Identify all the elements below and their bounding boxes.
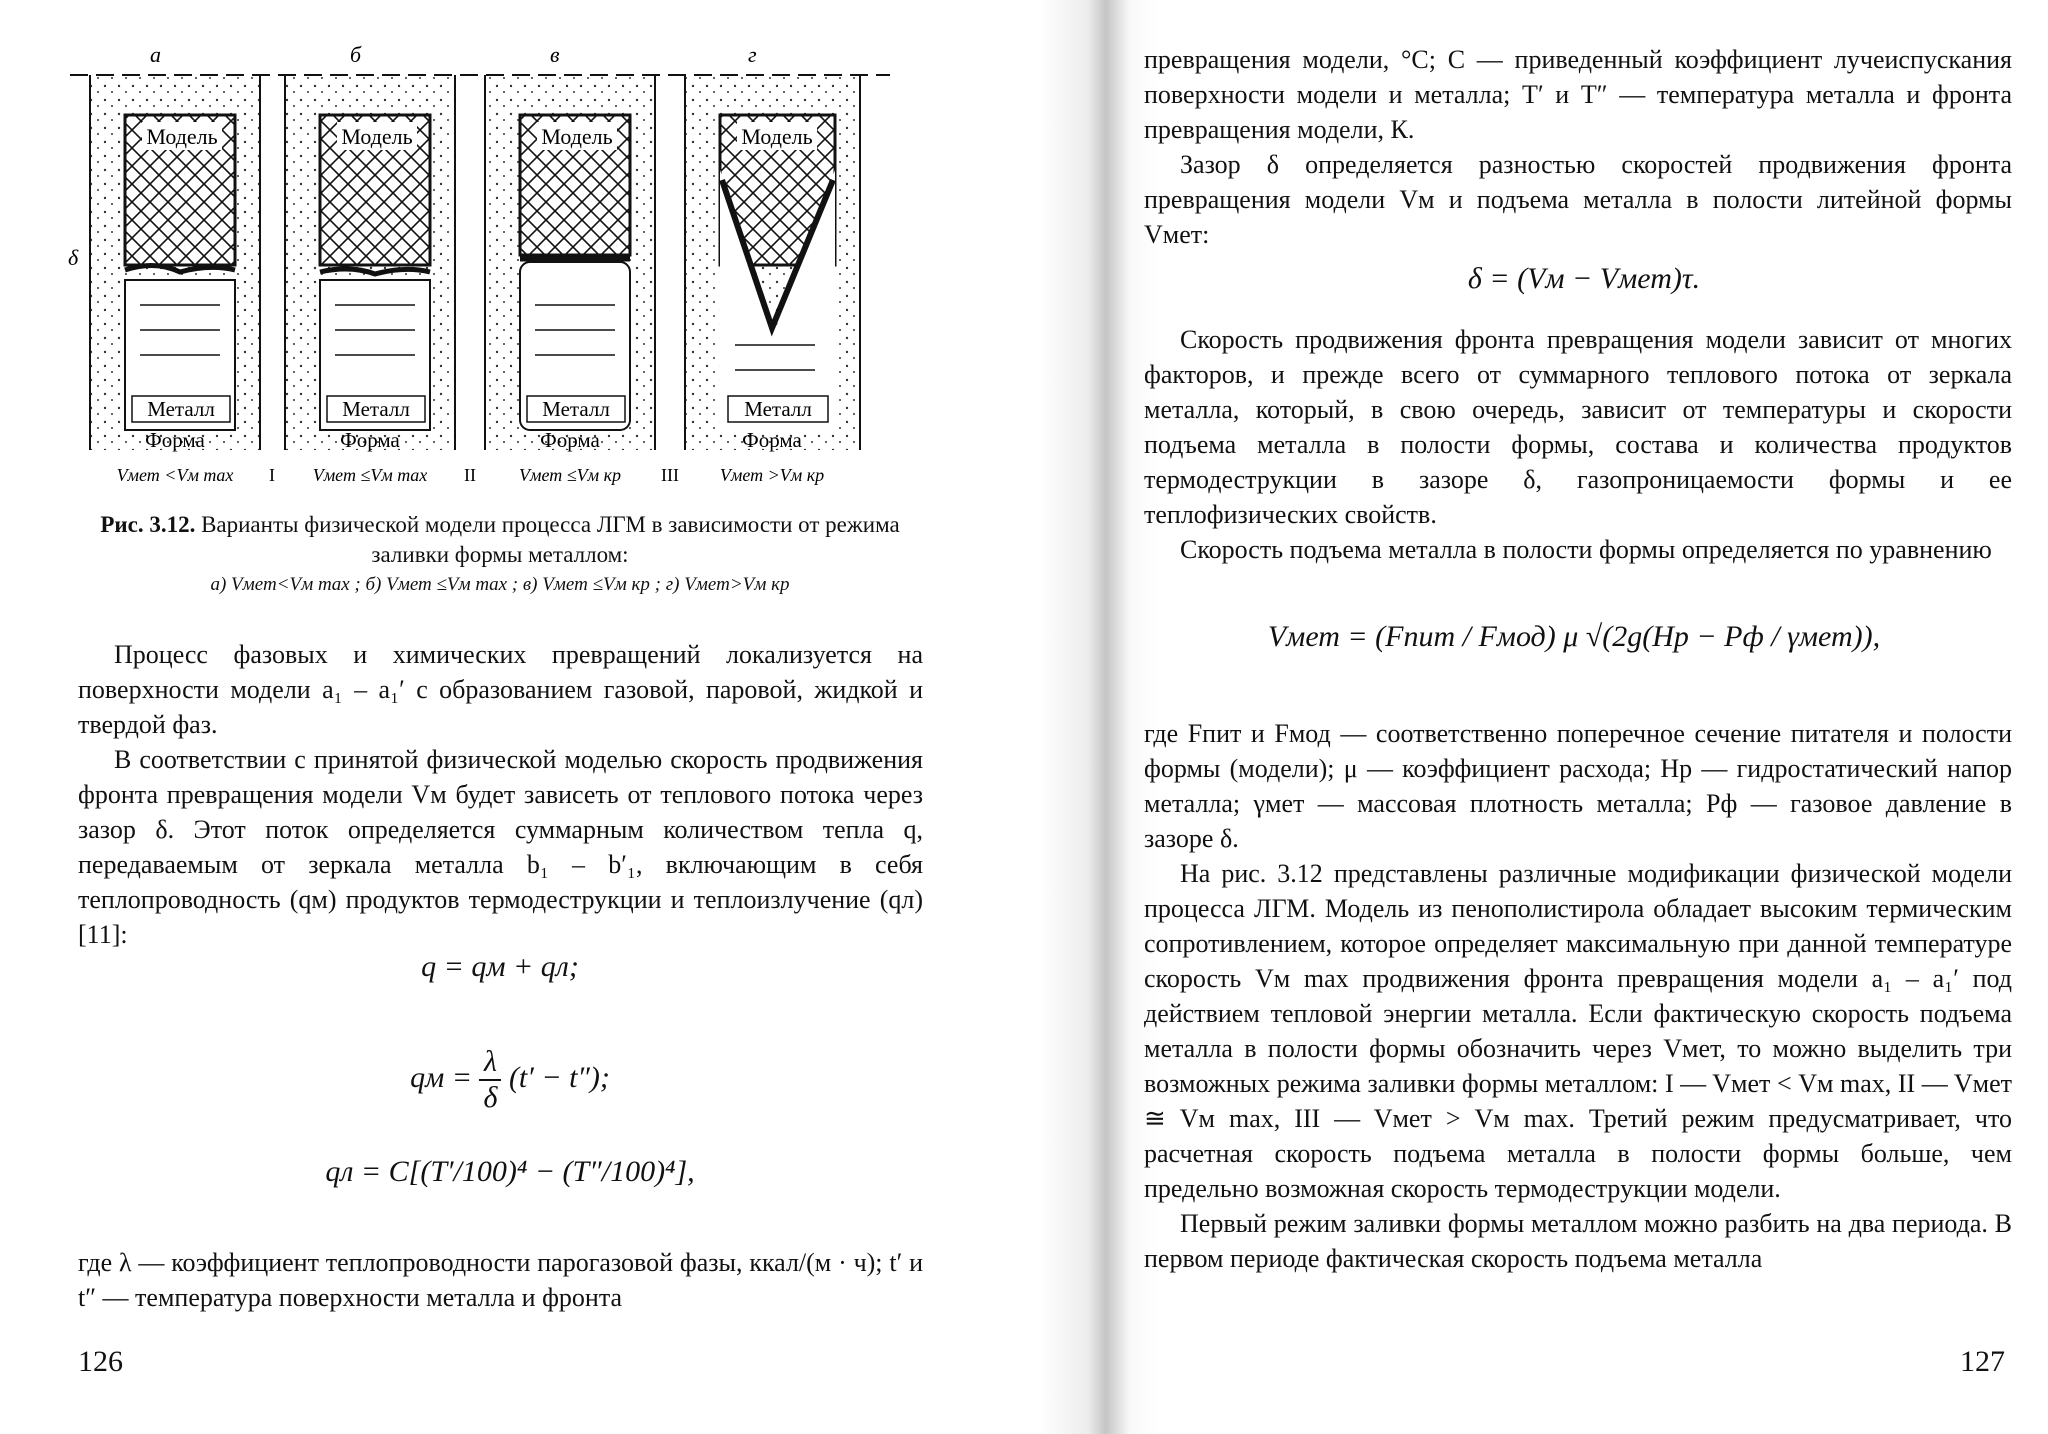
paragraph: Скорость продвижения фронта превращения … — [1144, 325, 2012, 529]
roman-3: III — [661, 465, 679, 485]
formula-vmet: Vмет = (Fпит / Fмод) μ √(2g(Hр − Pф / γм… — [1267, 620, 1881, 653]
figure-caption: Рис. 3.12. Варианты физической модели пр… — [80, 510, 920, 600]
label-metal: Металл — [147, 397, 215, 421]
paragraph: Зазор δ определяется разностью скоростей… — [1144, 150, 2012, 249]
panel-letter-v: в — [550, 42, 560, 67]
formula-qm: qм = λ δ (t′ − t″); — [330, 1045, 690, 1115]
formula-q: q = qм + qл; — [421, 950, 579, 983]
label-model: Модель — [146, 124, 217, 149]
label-form: Форма — [340, 428, 400, 452]
panel-letter-b: б — [350, 42, 362, 67]
paragraph: где λ — коэффициент теплопроводности пар… — [78, 1248, 923, 1312]
label-model: Модель — [541, 124, 612, 149]
panel-letter-a: а — [150, 42, 161, 67]
roman-2: II — [464, 465, 476, 485]
panel-letter-g: г — [748, 42, 757, 67]
bottom-label-v: Vмет ≤Vм кр — [519, 465, 621, 485]
fraction-numerator: λ — [479, 1045, 502, 1081]
paragraph: На рис. 3.12 представлены различные моди… — [1144, 859, 2012, 1203]
label-model: Модель — [341, 124, 412, 149]
paragraph: где Fпит и Fмод — соответственно попереч… — [1144, 719, 2012, 853]
roman-1: I — [269, 465, 275, 485]
paragraph: В соответствии с принятой физической мод… — [78, 745, 923, 949]
panel-v: в Модель Металл Форма Vмет ≤Vм кр — [484, 42, 656, 485]
label-metal: Металл — [542, 397, 610, 421]
left-page: а Модель Металл Форма δ Vмет <Vм max б — [68, 42, 923, 1378]
left-text-block-1: Процесс фазовых и химических превращений… — [78, 637, 923, 952]
label-form: Форма — [540, 428, 600, 452]
panel-a: а Модель Металл Форма δ Vмет <Vм max — [68, 42, 261, 485]
fraction-denominator: δ — [483, 1081, 498, 1114]
page-number-right: 127 — [1960, 1345, 2005, 1378]
label-delta: δ — [68, 245, 79, 270]
bottom-label-b: Vмет ≤Vм max — [313, 465, 428, 485]
bottom-label-g: Vмет >Vм кр — [720, 465, 824, 485]
formula-qm-lhs: qм = — [410, 1060, 472, 1094]
formula-ql: qл = C[(T′/100)⁴ − (T″/100)⁴], — [325, 1155, 695, 1188]
panel-g: г Модель Металл Форма Vмет >Vм кр — [684, 42, 861, 485]
label-metal: Металл — [744, 397, 812, 421]
panel-b: б Модель Металл Форма Vмет ≤Vм max — [284, 42, 456, 485]
label-form: Форма — [145, 428, 205, 452]
bottom-label-a: Vмет <Vм max — [117, 465, 234, 485]
paragraph: Скорость подъема металла в полости формы… — [1180, 535, 1992, 564]
label-metal: Металл — [342, 397, 410, 421]
right-text-block-3: где Fпит и Fмод — соответственно попереч… — [1144, 716, 2012, 1276]
page-number-left: 126 — [78, 1345, 123, 1378]
caption-subtitle: а) Vмет<Vм max ; б) Vмет ≤Vм max ; в) Vм… — [210, 574, 790, 595]
right-text-block-1: превращения модели, °С; C — приведенный … — [1144, 42, 2012, 252]
caption-number: Рис. 3.12. — [100, 512, 196, 537]
book-gutter-shadow — [1040, 0, 1160, 1434]
label-form: Форма — [742, 428, 802, 452]
left-text-block-2: где λ — коэффициент теплопроводности пар… — [78, 1245, 923, 1315]
paragraph: Процесс фазовых и химических превращений… — [78, 640, 923, 739]
right-text-block-2: Скорость продвижения фронта превращения … — [1144, 322, 2012, 567]
figure-3-12: а Модель Металл Форма δ Vмет <Vм max б — [68, 42, 890, 485]
caption-text: Варианты физической модели процесса ЛГМ … — [201, 512, 900, 567]
label-model: Модель — [741, 124, 812, 149]
formula-delta: δ = (Vм − Vмет)τ. — [1467, 262, 1701, 295]
paragraph: превращения модели, °С; C — приведенный … — [1144, 45, 2012, 144]
fraction: λ δ — [479, 1045, 502, 1115]
paragraph: Первый режим заливки формы металлом можн… — [1144, 1209, 2012, 1273]
right-page: превращения модели, °С; C — приведенный … — [1024, 0, 2048, 1434]
formula-qm-rhs: (t′ − t″); — [508, 1060, 610, 1094]
